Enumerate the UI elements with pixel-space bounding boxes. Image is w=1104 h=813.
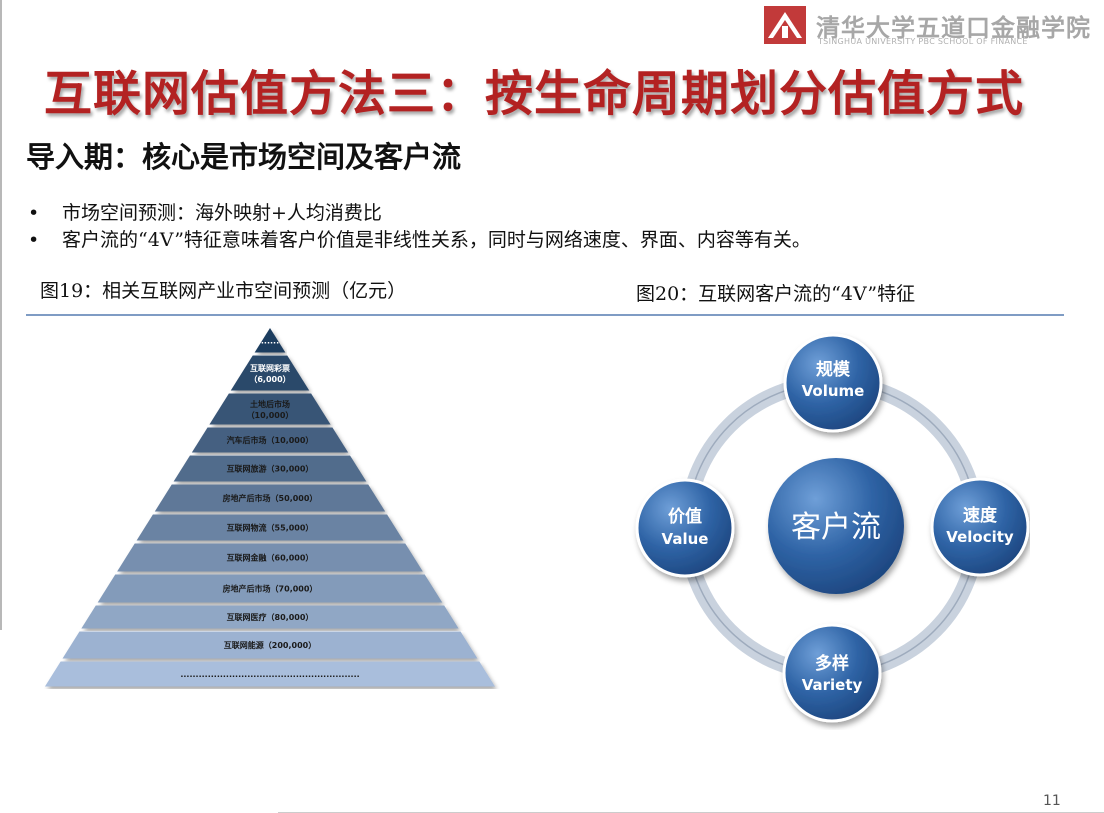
slide-subtitle: 导入期：核心是市场空间及客户流 xyxy=(26,140,462,174)
pyramid-layer xyxy=(62,631,478,659)
pyramid-layer-value: （10,000） xyxy=(247,410,294,420)
pyramid-layer xyxy=(209,393,331,425)
node-velocity-en: Velocity xyxy=(946,528,1014,546)
bullet-text: 客户流的“4V”特征意味着客户价值是非线性关系，同时与网络速度、界面、内容等有关… xyxy=(62,229,811,251)
page-number: 11 xyxy=(1043,793,1061,809)
pyramid-layer xyxy=(81,605,459,629)
market-size-pyramid: ...... 互联网彩票（6,000） 土地后市场（10,000） 汽车后市场（10,… xyxy=(44,328,496,687)
pyramid-layer-label: 房地产后市场（50,000） xyxy=(223,493,318,503)
pyramid-layer-label: 互联网彩票 xyxy=(250,363,290,373)
node-variety-en: Variety xyxy=(802,676,863,694)
pyramid-layer xyxy=(97,574,443,603)
node-velocity: 速度 Velocity xyxy=(930,477,1030,577)
pyramid-layer xyxy=(230,355,310,391)
pyramid-layer-label: 房地产后市场（70,000） xyxy=(223,584,318,594)
bullet-dot-icon: • xyxy=(28,202,40,224)
school-name-en: TSINGHUA UNIVERSITY PBC SCHOOL OF FINANC… xyxy=(818,37,1028,46)
node-variety-cn: 多样 xyxy=(815,653,849,674)
pyramid-layer xyxy=(154,484,386,512)
pyramid-layer-label: 汽车后市场（10,000） xyxy=(227,435,314,445)
pyramid-layer xyxy=(254,328,286,353)
pyramid-layer-label: ........................................… xyxy=(180,670,359,679)
pyramid-layer xyxy=(173,455,367,482)
caption-divider xyxy=(26,314,1064,316)
figure19-caption: 图19：相关互联网产业市空间预测（亿元） xyxy=(40,280,407,302)
pyramid-layer-label: 互联网旅游（30,000） xyxy=(227,464,314,474)
school-logo: 清华大学五道口金融学院 TSINGHUA UNIVERSITY PBC SCHO… xyxy=(762,4,1102,48)
node-volume-cn: 规模 xyxy=(816,359,851,380)
node-value: 价值 Value xyxy=(635,478,735,578)
bullet-item: • 客户流的“4V”特征意味着客户价值是非线性关系，同时与网络速度、界面、内容等有… xyxy=(24,227,811,254)
node-variety: 多样 Variety xyxy=(782,623,882,723)
center-circle xyxy=(768,458,904,594)
pyramid-layer xyxy=(191,427,349,453)
bullet-item: • 市场空间预测：海外映射+人均消费比 xyxy=(24,200,811,227)
node-volume: 规模 Volume xyxy=(783,333,883,433)
figure20-caption: 图20：互联网客户流的“4V”特征 xyxy=(636,283,916,305)
pyramid-layer-label: 互联网金融（60,000） xyxy=(227,553,314,563)
pyramid-layer-value: （6,000） xyxy=(249,374,290,384)
pyramid-layer xyxy=(44,661,496,687)
pyramid-layer-label: 互联网物流（55,000） xyxy=(227,523,314,533)
node-value-en: Value xyxy=(662,530,709,548)
slide-left-edge xyxy=(0,0,2,630)
school-name-cn: 清华大学五道口金融学院 xyxy=(816,14,1091,42)
pyramid-layer-label: 土地后市场 xyxy=(250,399,290,409)
node-volume-en: Volume xyxy=(802,382,865,400)
center-label: 客户流 xyxy=(791,510,881,545)
bullet-text: 市场空间预测：海外映射+人均消费比 xyxy=(62,202,382,224)
bullet-list: • 市场空间预测：海外映射+人均消费比 • 客户流的“4V”特征意味着客户价值是非线… xyxy=(24,200,811,254)
customer-flow-4v-diagram: 客户流 规模 Volume 速度 Velocity 多样 Variety 价值 … xyxy=(635,333,1030,723)
node-value-cn: 价值 xyxy=(668,506,702,527)
pyramid-layer-label: ...... xyxy=(261,336,279,345)
pyramid-layer xyxy=(117,543,423,572)
pyramid-layer-label: 互联网医疗（80,000） xyxy=(227,612,314,622)
node-velocity-cn: 速度 xyxy=(963,505,998,526)
school-emblem-icon xyxy=(764,6,806,44)
bullet-dot-icon: • xyxy=(28,229,40,251)
pyramid-layer xyxy=(136,514,404,541)
pyramid-layer-label: 互联网能源（200,000） xyxy=(224,640,316,650)
slide-title: 互联网估值方法三：按生命周期划分估值方式 xyxy=(44,66,1025,122)
